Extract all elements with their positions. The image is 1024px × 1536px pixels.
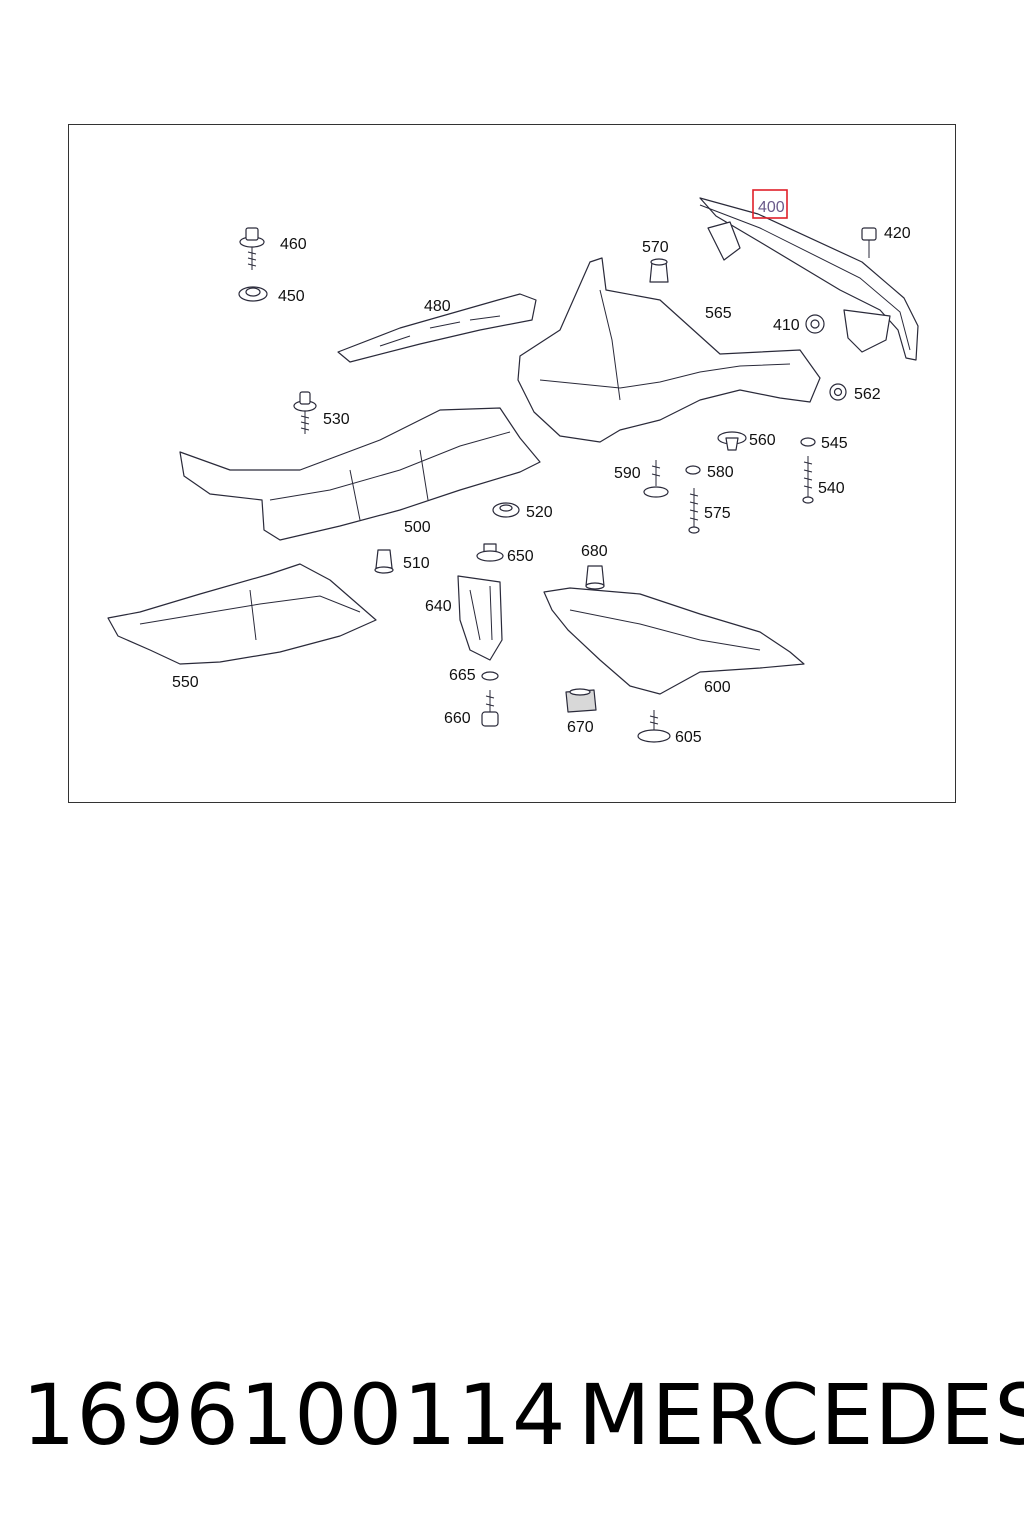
part-575-screw[interactable] <box>688 488 700 534</box>
part-650-nut[interactable] <box>476 543 504 562</box>
label-650[interactable]: 650 <box>507 548 534 565</box>
part-450-clip[interactable] <box>238 286 268 302</box>
part-520-clip[interactable] <box>492 502 520 518</box>
part-500-underbody-panel[interactable] <box>179 407 541 541</box>
label-420[interactable]: 420 <box>884 225 911 242</box>
label-660[interactable]: 660 <box>444 710 471 727</box>
part-570-expansion-nut[interactable] <box>649 258 669 283</box>
part-562-nut[interactable] <box>829 383 847 401</box>
part-665-washer[interactable] <box>481 671 499 681</box>
part-605-screw[interactable] <box>637 710 671 743</box>
part-410-nut[interactable] <box>805 314 825 334</box>
label-400[interactable]: 400 <box>758 199 785 216</box>
parts-diagram: 400 420 410 460 450 570 565 480 562 560 … <box>107 189 919 746</box>
diagram-frame <box>68 124 956 803</box>
part-590-bolt[interactable] <box>643 460 669 498</box>
part-670-grommet[interactable] <box>565 688 597 713</box>
part-565-wheel-liner[interactable] <box>517 257 821 443</box>
label-665[interactable]: 665 <box>449 667 476 684</box>
part-400-bumper-beam[interactable] <box>699 197 919 361</box>
highlight-box-400 <box>752 189 788 219</box>
label-590[interactable]: 590 <box>614 465 641 482</box>
part-510-nut[interactable] <box>374 549 394 574</box>
label-640[interactable]: 640 <box>425 598 452 615</box>
label-575[interactable]: 575 <box>704 505 731 522</box>
label-510[interactable]: 510 <box>403 555 430 572</box>
label-550[interactable]: 550 <box>172 674 199 691</box>
label-570[interactable]: 570 <box>642 239 669 256</box>
label-670[interactable]: 670 <box>567 719 594 736</box>
part-number-caption: 1696100114 <box>22 1366 567 1464</box>
part-580-washer[interactable] <box>685 465 701 475</box>
label-460[interactable]: 460 <box>280 236 307 253</box>
label-450[interactable]: 450 <box>278 288 305 305</box>
part-600-rear-panel[interactable] <box>543 587 805 695</box>
part-560-clip[interactable] <box>717 431 747 451</box>
label-580[interactable]: 580 <box>707 464 734 481</box>
part-480-panel[interactable] <box>337 293 537 363</box>
label-562[interactable]: 562 <box>854 386 881 403</box>
label-545[interactable]: 545 <box>821 435 848 452</box>
label-600[interactable]: 600 <box>704 679 731 696</box>
label-480[interactable]: 480 <box>424 298 451 315</box>
label-680[interactable]: 680 <box>581 543 608 560</box>
label-520[interactable]: 520 <box>526 504 553 521</box>
label-565[interactable]: 565 <box>705 305 732 322</box>
label-605[interactable]: 605 <box>675 729 702 746</box>
label-560[interactable]: 560 <box>749 432 776 449</box>
part-420-bolt[interactable] <box>861 227 877 258</box>
part-660-bolt[interactable] <box>481 690 499 727</box>
label-540[interactable]: 540 <box>818 480 845 497</box>
part-530-screw[interactable] <box>293 391 317 434</box>
part-640-bracket[interactable] <box>457 575 503 661</box>
part-460-screw[interactable] <box>239 227 265 270</box>
part-680-pin[interactable] <box>585 565 605 590</box>
part-550-front-panel[interactable] <box>107 563 377 665</box>
label-410[interactable]: 410 <box>773 317 800 334</box>
label-500[interactable]: 500 <box>404 519 431 536</box>
label-530[interactable]: 530 <box>323 411 350 428</box>
part-545-washer[interactable] <box>800 437 816 447</box>
brand-caption: MERCEDES <box>578 1366 1024 1464</box>
part-540-screw[interactable] <box>802 456 814 504</box>
